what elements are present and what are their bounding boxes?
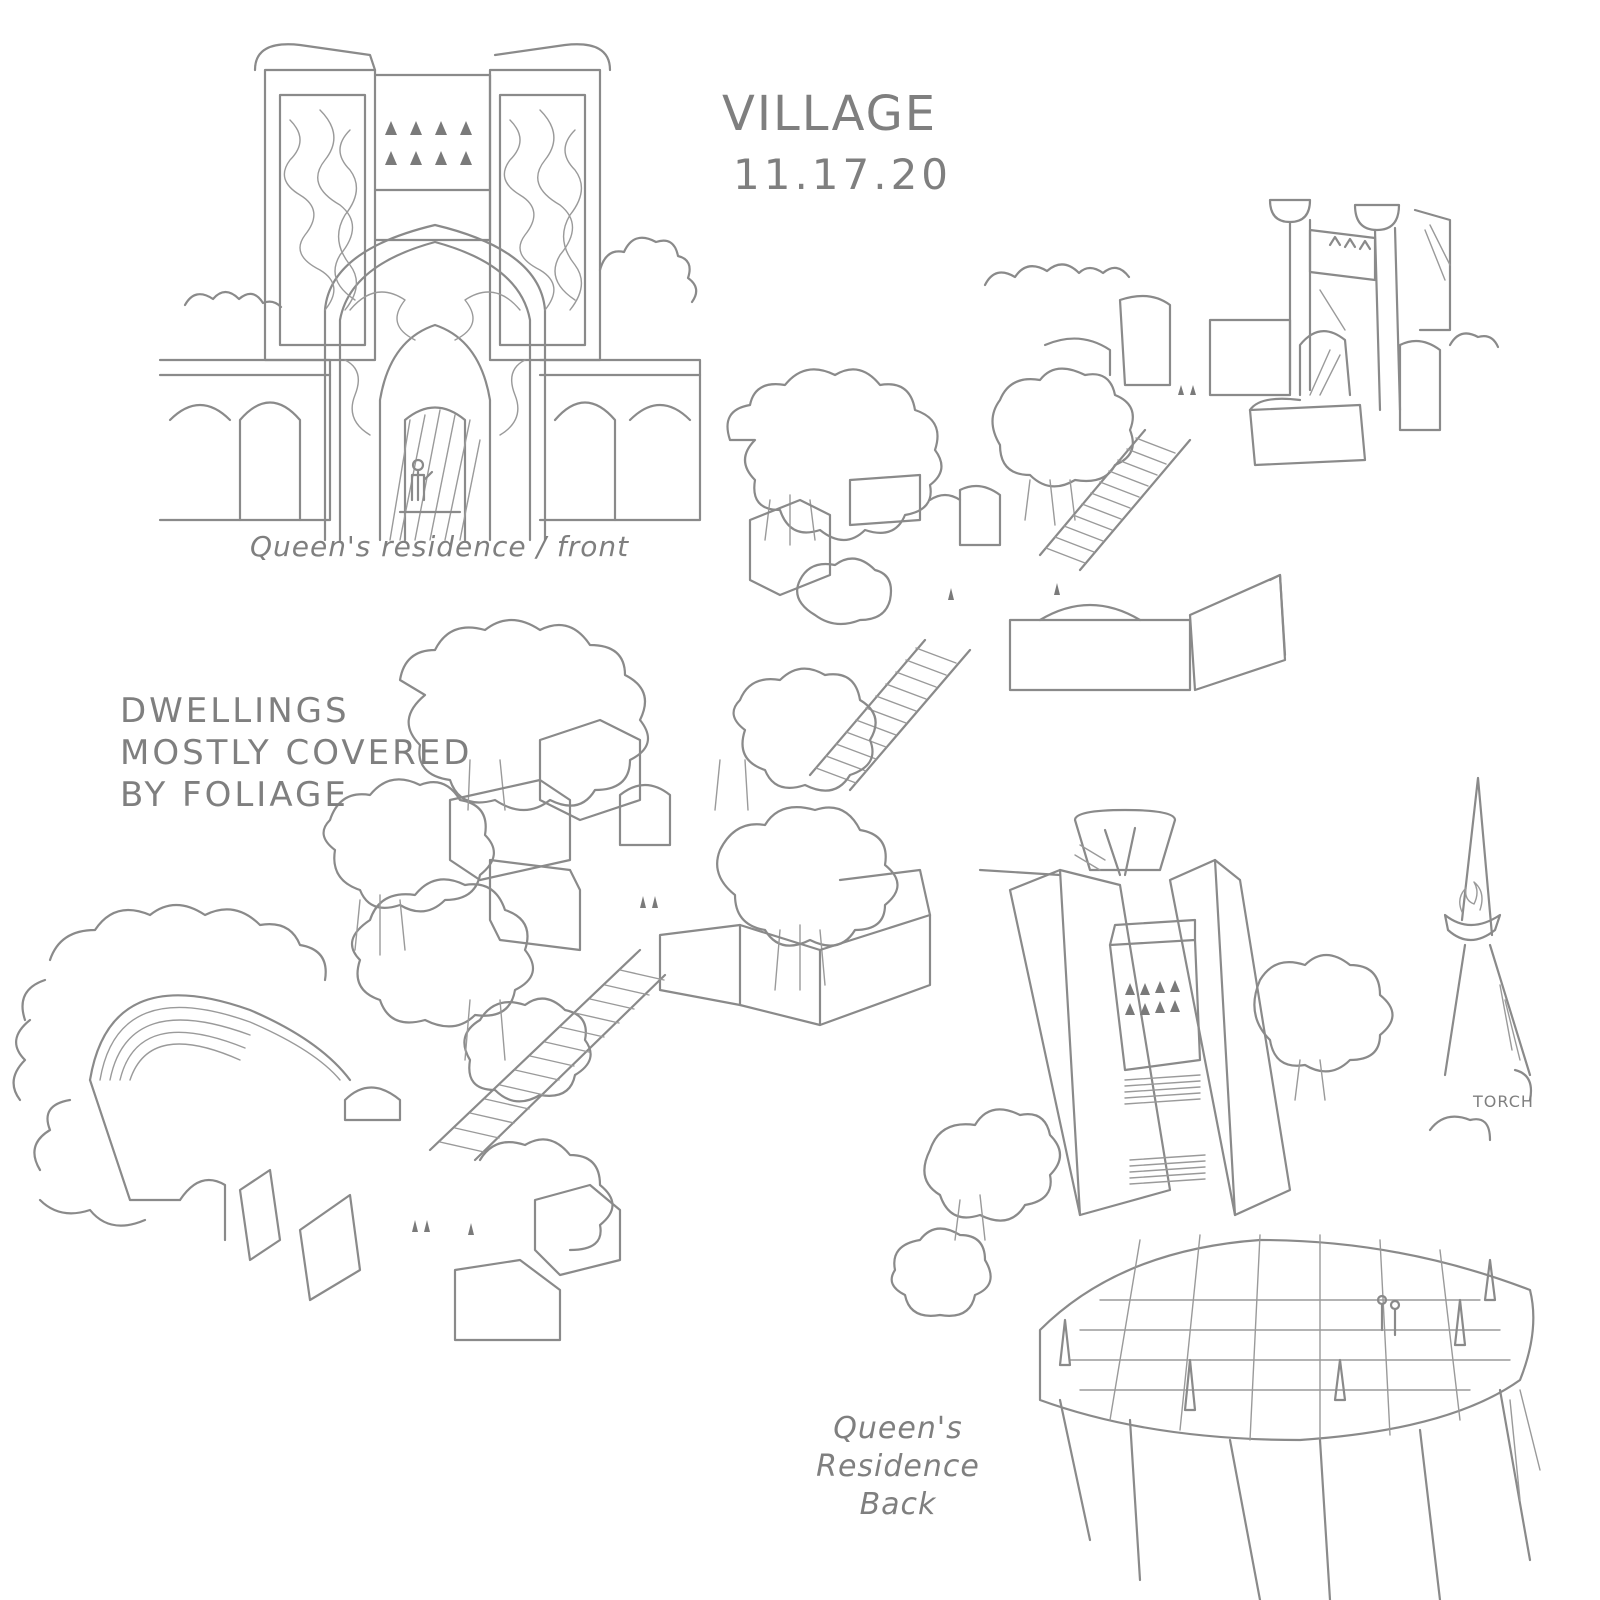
caption-queens-residence-back: Queen's Residence Back: [816, 1411, 980, 1522]
sketch-date: 11.17.20: [733, 150, 953, 199]
caption-dwellings: DWELLINGS MOSTLY COVERED BY FOLIAGE: [120, 691, 473, 815]
queens-residence-front-drawing: [158, 43, 702, 542]
sketch-title: VILLAGE: [722, 86, 938, 142]
queens-residence-back-drawing: [890, 808, 1541, 1600]
caption-torch: TORCH: [1473, 1092, 1534, 1111]
village-overview-drawing: [726, 198, 1500, 792]
caption-queens-residence-front: Queen's residence / front: [250, 530, 630, 563]
torch-drawing: [1443, 776, 1532, 1077]
dwellings-foliage-drawing: [12, 618, 932, 1342]
